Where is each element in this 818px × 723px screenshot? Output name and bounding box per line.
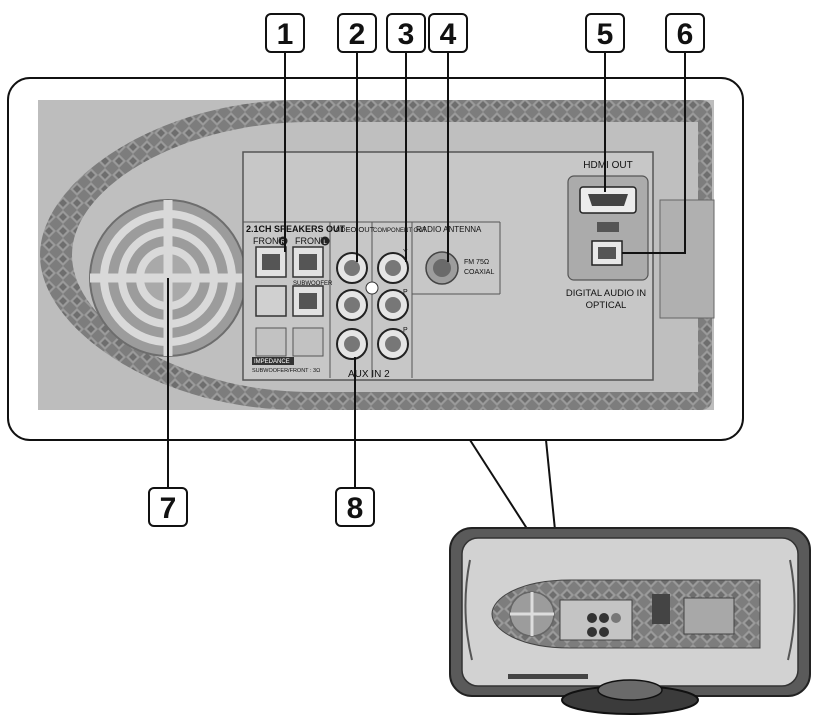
callout-5: 5 [585,13,625,53]
pb-label: P [403,289,408,296]
optical-port [591,240,623,266]
front-r-label: FRONT [253,236,284,246]
rca-jacks [336,252,409,360]
svg-text:4: 4 [440,18,457,51]
product-rear-thumbnail [449,527,811,715]
svg-text:2: 2 [349,18,366,51]
aux-in-label: AUX IN 2 [348,369,390,380]
svg-text:3: 3 [398,18,415,51]
hdmi-port [579,186,637,232]
subwoofer-label: SUBWOOFER [293,281,333,287]
video-out-label: VIDEO OUT [333,225,375,234]
impedance-note: SUBWOOFER/FRONT : 3Ω [252,368,320,374]
svg-text:6: 6 [677,18,694,51]
svg-text:1: 1 [277,18,294,51]
panel-closeup: 2.1CH SPEAKERS OUT FRONT R FRONT L SUBWO… [38,100,715,410]
callout-8: 8 [335,487,375,527]
hdmi-out-label: HDMI OUT [583,160,632,171]
callout-3: 3 [386,13,426,53]
callout-7: 7 [148,487,188,527]
coaxial-label: COAXIAL [464,269,494,276]
fm-antenna-jack [425,251,459,285]
pr-label: P [403,327,408,334]
fm-label: FM 75Ω [464,259,489,266]
radio-antenna-label: RADIO ANTENNA [416,225,482,234]
front-l-label: FRONT [295,236,326,246]
svg-text:7: 7 [160,492,177,525]
badge-l: L [323,240,327,246]
leader-lines [167,52,686,581]
digital-audio-in-label: DIGITAL AUDIO IN [566,288,646,299]
impedance-label: IMPEDANCE [254,359,290,365]
svg-text:5: 5 [597,18,614,51]
callout-4: 4 [428,13,468,53]
badge-r: R [281,240,286,246]
optical-label: OPTICAL [586,300,627,311]
component-out-label: COMPONENT OUT [373,228,427,234]
speakers-out-label: 2.1CH SPEAKERS OUT [246,224,346,234]
speaker-terminals [255,246,324,357]
svg-text:8: 8 [347,492,364,525]
callout-2: 2 [337,13,377,53]
callout-6: 6 [665,13,705,53]
callout-1: 1 [265,13,305,53]
